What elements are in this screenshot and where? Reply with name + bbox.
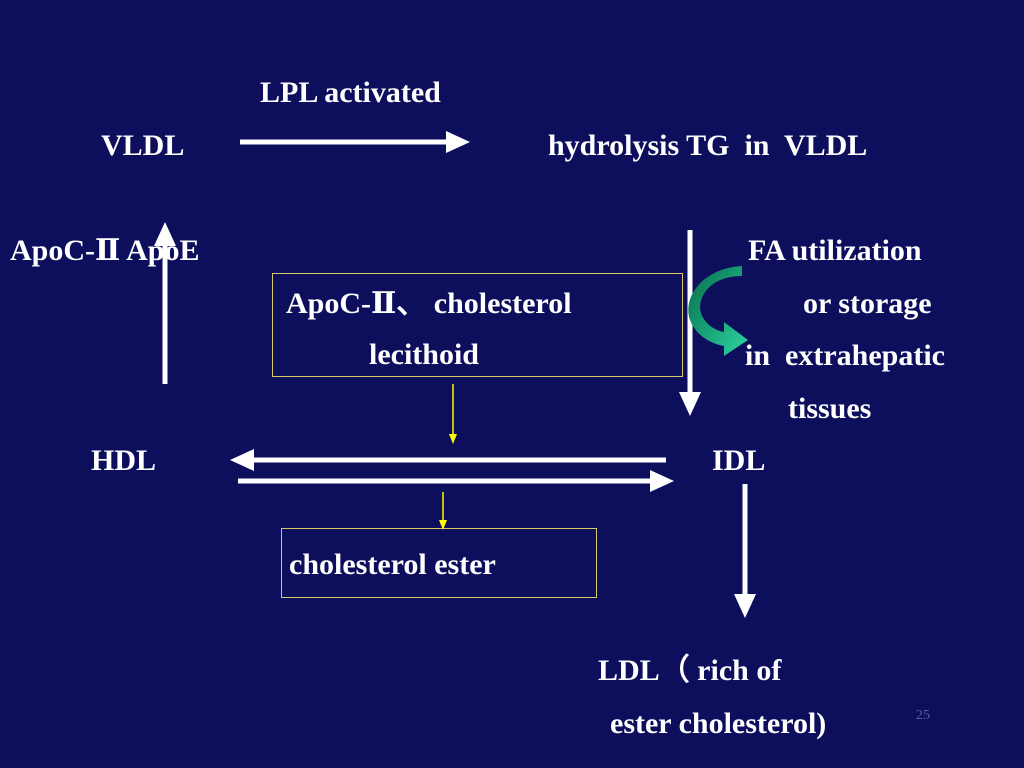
arrow-idl-to-hdl	[230, 449, 666, 471]
box-text-apoc-cholesterol: ApoC-Ⅱ、 cholesterol	[286, 287, 572, 320]
label-lpl-activated: LPL activated	[260, 76, 441, 109]
label-tissues: tissues	[788, 392, 872, 425]
label-ldl-rich-of: LDL（ rich of	[598, 654, 782, 687]
label-in-extrahepatic: in extrahepatic	[745, 339, 945, 372]
label-idl: IDL	[712, 444, 766, 477]
arrow-hdl-to-idl	[238, 470, 674, 492]
yellow-arrow-to-cholesterol-ester	[439, 492, 447, 530]
curved-arrow-fa	[688, 266, 748, 356]
label-fa-utilization: FA utilization	[748, 234, 922, 267]
yellow-arrow-box-to-exchange	[449, 384, 457, 444]
label-hydrolysis: hydrolysis TG in VLDL	[548, 129, 868, 162]
arrow-up-to-apoc	[154, 222, 176, 384]
label-or-storage: or storage	[803, 287, 932, 320]
label-hdl: HDL	[91, 444, 157, 477]
label-vldl: VLDL	[101, 129, 185, 162]
cholesterol-ester-box	[281, 528, 597, 598]
page-number: 25	[916, 708, 930, 723]
apoc-cholesterol-box	[272, 273, 683, 377]
arrow-idl-to-ldl	[734, 484, 756, 618]
label-ester-cholesterol: ester cholesterol)	[610, 707, 827, 740]
box-text-cholesterol-ester: cholesterol ester	[289, 548, 496, 581]
box-text-lecithoid: lecithoid	[369, 338, 479, 371]
arrow-vldl-to-hydrolysis	[240, 131, 470, 153]
label-apoc-apoe: ApoC-Ⅱ ApoE	[10, 234, 200, 267]
